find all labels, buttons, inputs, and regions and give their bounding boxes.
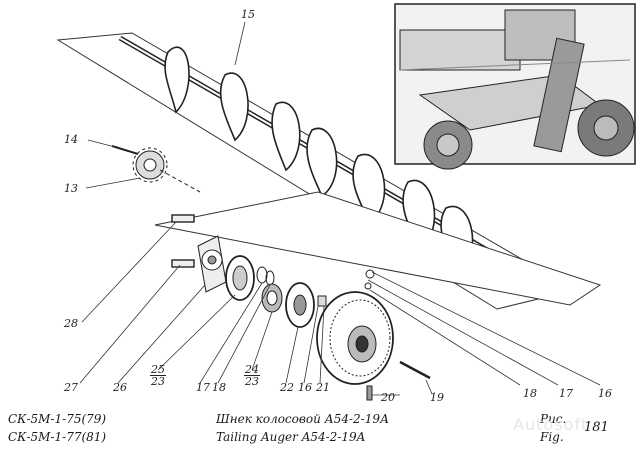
callout-18-left: 18	[212, 381, 226, 394]
callout-26: 26	[113, 381, 127, 394]
callout-23a: 23	[151, 375, 165, 388]
bolt-19	[399, 360, 431, 380]
fig-label-english: Fig.	[540, 430, 564, 444]
callout-21: 21	[316, 381, 330, 394]
figure-number: 181	[584, 420, 609, 435]
model-code-1: СК-5М-1-75(79)	[8, 412, 107, 426]
washer-16-right	[365, 269, 375, 279]
bearing-plate	[154, 191, 602, 306]
callout-28: 28	[64, 317, 78, 330]
ring-18	[265, 270, 275, 286]
inset-photo	[394, 3, 636, 170]
fig-label-russian: Рис.	[540, 412, 567, 426]
callout-25-over-23: 25 23	[150, 364, 166, 387]
model-code-2: СК-5М-1-77(81)	[8, 430, 107, 444]
bolt-14	[111, 145, 139, 155]
callout-19: 19	[430, 391, 444, 404]
key-20	[366, 385, 373, 401]
callout-15: 15	[241, 8, 255, 21]
washer-21	[317, 295, 327, 307]
title-russian: Шнек колосовой А54-2-19А	[216, 412, 390, 426]
callout-16-mid: 16	[298, 381, 312, 394]
callout-17-right: 17	[559, 387, 573, 400]
callout-24: 24	[244, 363, 260, 376]
callout-25: 25	[150, 363, 166, 376]
title-english: Tailing Auger A54-2-19A	[216, 430, 366, 444]
callout-22: 22	[280, 381, 294, 394]
callout-16-right: 16	[598, 387, 612, 400]
pulley-disc	[316, 291, 394, 385]
bearing-24	[261, 283, 283, 313]
flange-22	[285, 282, 315, 328]
flange-25	[225, 255, 255, 301]
sprocket-13	[132, 147, 168, 183]
callout-18-right: 18	[523, 387, 537, 400]
leader-lines	[79, 21, 601, 396]
callout-13: 13	[64, 182, 78, 195]
watermark: Autosoft	[513, 415, 588, 434]
ring-17	[256, 266, 268, 284]
callout-14: 14	[64, 133, 78, 146]
callout-17-left: 17	[196, 381, 210, 394]
callout-24-over-23: 24 23	[244, 364, 260, 387]
callout-27: 27	[64, 381, 78, 394]
bolts-27-28	[171, 214, 195, 268]
washer-17-right	[364, 282, 372, 290]
callout-20: 20	[381, 391, 395, 404]
callout-23b: 23	[245, 375, 259, 388]
bearing-housing-26	[197, 235, 227, 293]
